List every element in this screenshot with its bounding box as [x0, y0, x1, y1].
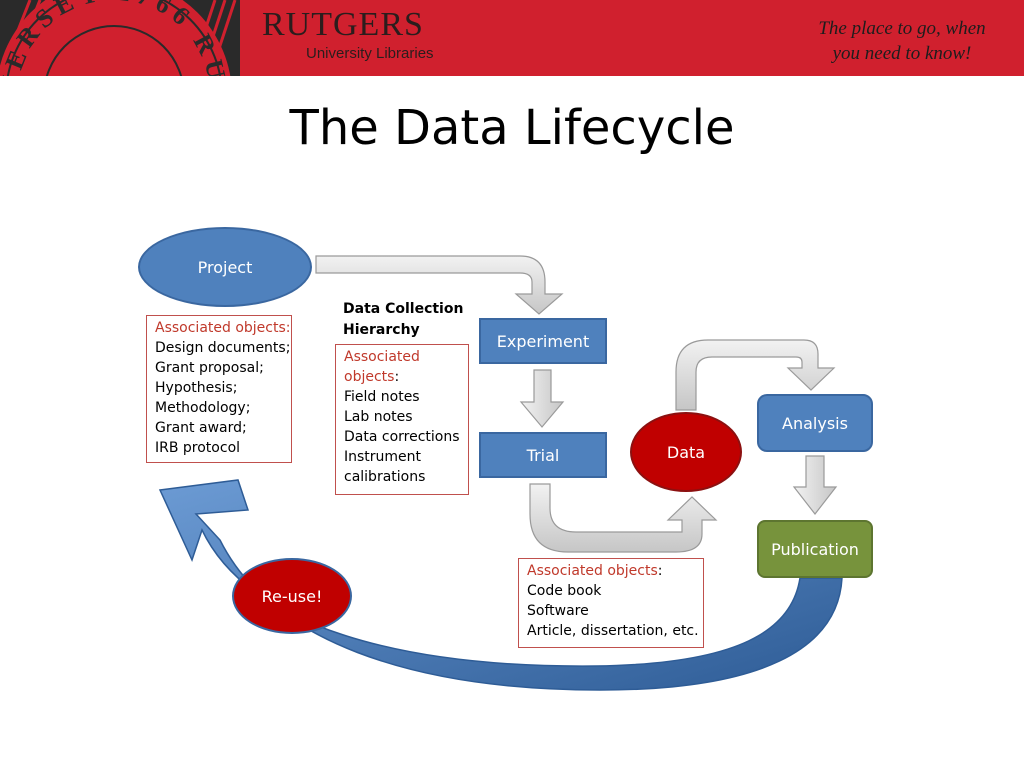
- list-item: Grant award;: [155, 420, 247, 436]
- experiment-node[interactable]: Experiment: [479, 318, 607, 364]
- list-item: calibrations: [344, 469, 426, 485]
- data-node[interactable]: Data: [630, 412, 742, 492]
- project-objects-box: Associated objects: Design documents; Gr…: [146, 315, 292, 463]
- collection-objects-box: Associated objects: Field notes Lab note…: [335, 344, 469, 495]
- list-item: Instrument: [344, 449, 422, 465]
- project-label: Project: [197, 257, 253, 277]
- list-item: Field notes: [344, 389, 420, 405]
- reuse-label: Re-use!: [261, 586, 323, 606]
- arrow-project-to-experiment: [315, 255, 564, 315]
- heading-colon: :: [657, 563, 663, 579]
- data-objects-box: Associated objects: Code book Software A…: [518, 558, 704, 648]
- list-item: IRB protocol: [155, 440, 241, 456]
- list-item: Software: [527, 603, 589, 619]
- publication-node[interactable]: Publication: [757, 520, 873, 578]
- publication-label: Publication: [771, 539, 859, 559]
- list-item: Lab notes: [344, 409, 413, 425]
- list-item: Grant proposal;: [155, 360, 264, 376]
- analysis-label: Analysis: [782, 413, 848, 433]
- trial-node[interactable]: Trial: [479, 432, 607, 478]
- list-item: Code book: [527, 583, 602, 599]
- heading-colon: :: [394, 369, 400, 385]
- reuse-node[interactable]: Re-use!: [232, 558, 352, 634]
- collection-objects-heading-2: objects: [344, 369, 395, 385]
- arrow-experiment-to-trial: [519, 369, 565, 428]
- data-collection-heading-line-1: Data Collection: [343, 301, 464, 317]
- collection-objects-heading-1: Associated: [344, 349, 420, 365]
- slide-title: The Data Lifecycle: [289, 100, 735, 156]
- rutgers-libraries-logo[interactable]: RUTGERS University Libraries: [262, 6, 434, 63]
- arrow-reuse-cycle: [158, 479, 843, 691]
- data-collection-heading-line-2: Hierarchy: [343, 322, 420, 338]
- project-objects-heading: Associated objects:: [155, 320, 291, 336]
- project-node[interactable]: Project: [138, 227, 312, 307]
- data-label: Data: [666, 442, 706, 462]
- arrow-data-to-analysis: [675, 339, 836, 411]
- rutgers-seal-icon: JERSEY 1766 RUTGERS: [0, 0, 240, 76]
- tagline-line-1: The place to go, when: [818, 18, 986, 39]
- logo-wordmark: RUTGERS: [262, 6, 424, 43]
- logo-subtitle: University Libraries: [306, 45, 434, 62]
- header-banner: JERSEY 1766 RUTGERS RUTGERS University L…: [0, 0, 1024, 76]
- tagline: The place to go, when you need to know!: [802, 16, 1002, 66]
- arrow-trial-to-data: [529, 483, 718, 553]
- analysis-node[interactable]: Analysis: [757, 394, 873, 452]
- trial-label: Trial: [526, 445, 560, 465]
- list-item: Hypothesis;: [155, 380, 238, 396]
- experiment-label: Experiment: [496, 331, 590, 351]
- arrow-analysis-to-publication: [792, 455, 838, 515]
- list-item: Design documents;: [155, 340, 291, 356]
- tagline-line-2: you need to know!: [832, 43, 972, 64]
- data-objects-heading: Associated objects: [527, 563, 658, 579]
- list-item: Article, dissertation, etc.: [527, 623, 699, 639]
- list-item: Data corrections: [344, 429, 460, 445]
- list-item: Methodology;: [155, 400, 251, 416]
- data-collection-heading: Data Collection Hierarchy: [343, 299, 463, 341]
